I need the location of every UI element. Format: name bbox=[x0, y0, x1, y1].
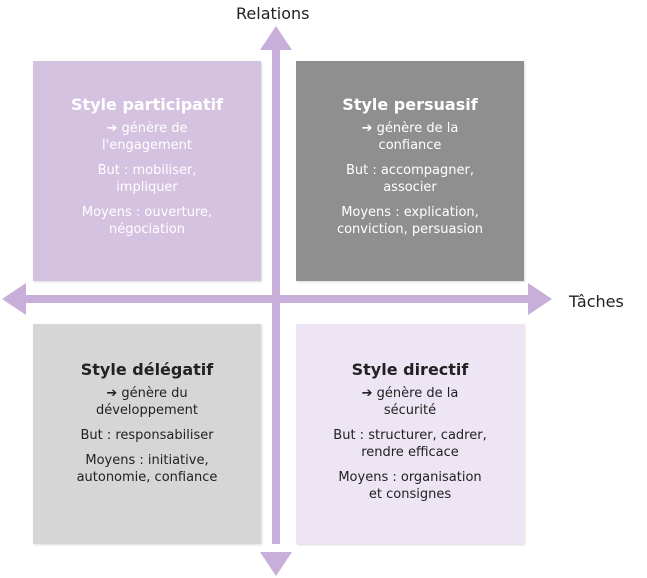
means-line: autonomie, confiance bbox=[76, 470, 218, 485]
horizontal-axis-label: Tâches bbox=[569, 292, 624, 311]
goal-block: But : accompagner, associer bbox=[346, 162, 474, 196]
means-block: Moyens : initiative, autonomie, confianc… bbox=[77, 452, 218, 486]
quadrant-title: Style directif bbox=[351, 360, 469, 379]
generates-line: l'engagement bbox=[102, 138, 192, 153]
generates-line: confiance bbox=[378, 138, 442, 153]
goal-block: But : responsabiliser bbox=[80, 427, 213, 444]
arrow-up-icon bbox=[260, 26, 292, 50]
quadrant-participatif: Style participatif ➔ génère de l'engagem… bbox=[33, 61, 261, 281]
vertical-axis-line bbox=[272, 40, 280, 544]
means-block: Moyens : ouverture, négociation bbox=[82, 204, 212, 238]
means-line: et consignes bbox=[368, 487, 452, 502]
means-line: Moyens : initiative, bbox=[85, 453, 209, 468]
quadrant-title: Style délégatif bbox=[80, 360, 214, 379]
vertical-axis-label: Relations bbox=[236, 4, 310, 23]
horizontal-axis-line bbox=[18, 295, 538, 303]
goal-line: rendre efficace bbox=[361, 445, 459, 460]
goal-line: But : responsabiliser bbox=[80, 428, 214, 443]
quadrant-title: Style persuasif bbox=[342, 95, 478, 114]
means-line: Moyens : explication, bbox=[341, 205, 479, 220]
goal-line: But : mobiliser, bbox=[97, 163, 197, 178]
goal-line: But : structurer, cadrer, bbox=[333, 428, 487, 443]
generates-line: ➔ génère de la bbox=[361, 121, 459, 136]
means-line: Moyens : organisation bbox=[338, 470, 482, 485]
goal-line: impliquer bbox=[116, 180, 178, 195]
means-line: Moyens : ouverture, bbox=[81, 205, 213, 220]
arrow-down-icon bbox=[260, 552, 292, 576]
means-block: Moyens : explication, conviction, persua… bbox=[337, 204, 483, 238]
generates-line: ➔ génère du bbox=[106, 386, 188, 401]
means-block: Moyens : organisation et consignes bbox=[338, 469, 481, 503]
quadrant-delegatif: Style délégatif ➔ génère du développemen… bbox=[33, 324, 261, 544]
generates-line: sécurité bbox=[383, 403, 437, 418]
arrow-right-icon bbox=[528, 283, 552, 315]
means-line: conviction, persuasion bbox=[336, 222, 484, 237]
goal-block: But : mobiliser, impliquer bbox=[98, 162, 197, 196]
quadrant-persuasif: Style persuasif ➔ génère de la confiance… bbox=[296, 61, 524, 281]
generates-line: développement bbox=[95, 403, 198, 418]
quadrant-title: Style participatif bbox=[70, 95, 224, 114]
goal-line: associer bbox=[383, 180, 437, 195]
goal-block: But : structurer, cadrer, rendre efficac… bbox=[333, 427, 486, 461]
goal-line: But : accompagner, bbox=[346, 163, 474, 178]
generates-line: ➔ génère de bbox=[106, 121, 188, 136]
generates-line: ➔ génère de la bbox=[361, 386, 459, 401]
means-line: négociation bbox=[108, 222, 186, 237]
arrow-left-icon bbox=[2, 283, 26, 315]
quadrant-directif: Style directif ➔ génère de la sécurité B… bbox=[296, 324, 524, 544]
